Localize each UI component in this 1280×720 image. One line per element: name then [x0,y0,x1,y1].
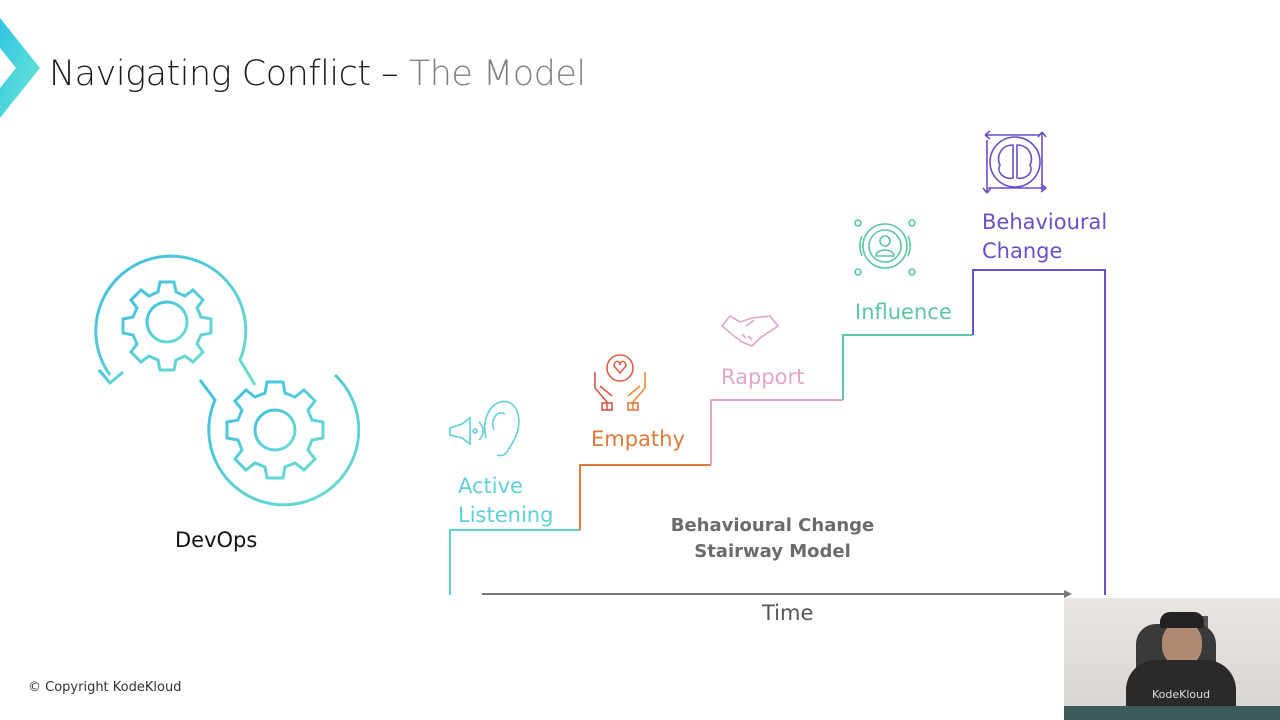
step-label-behavioural-change: Behavioural Change [982,208,1107,266]
title-main: Navigating Conflict – [49,54,399,94]
desk-keyboard [1064,706,1280,720]
step-label-line: Listening [458,503,554,527]
kodekloud-chevron-logo [0,18,40,118]
hands-heart-icon [594,354,646,411]
step-line-rapport [710,399,843,465]
influence-person-icon [854,219,916,276]
step-line-behavioural-change [972,269,1106,595]
step-label-empathy: Empathy [591,427,685,451]
cap [1160,612,1204,628]
ear-speaker-icon [449,400,520,457]
shirt-text: KodeKloud [1152,688,1211,701]
step-label-rapport: Rapport [721,365,805,389]
presenter-webcam: KodeKloud [1064,598,1280,720]
step-label-line: Behavioural [982,210,1108,234]
page-title: Navigating Conflict – The Model [49,54,586,94]
stairway-model-title: Behavioural Change Stairway Model [650,513,895,565]
step-label-influence: Influence [855,300,952,324]
brain-arrows-icon [982,130,1047,194]
step-line-influence [842,334,973,400]
step-line-active-listening [449,529,580,595]
handshake-icon [720,314,780,347]
step-label-line: Active [458,474,523,498]
presenter-head [1162,622,1202,666]
time-axis-label: Time [762,601,814,625]
devops-gears-loop-icon [94,254,360,507]
model-title-line: Behavioural Change [670,515,875,536]
title-sub: The Model [408,54,586,94]
step-label-line: Change [982,239,1063,263]
step-label-active-listening: Active Listening [458,472,553,530]
copyright: © Copyright KodeKloud [28,680,182,695]
model-title-line: Stairway Model [694,541,851,562]
devops-label: DevOps [175,528,258,552]
step-line-empathy [579,464,711,530]
